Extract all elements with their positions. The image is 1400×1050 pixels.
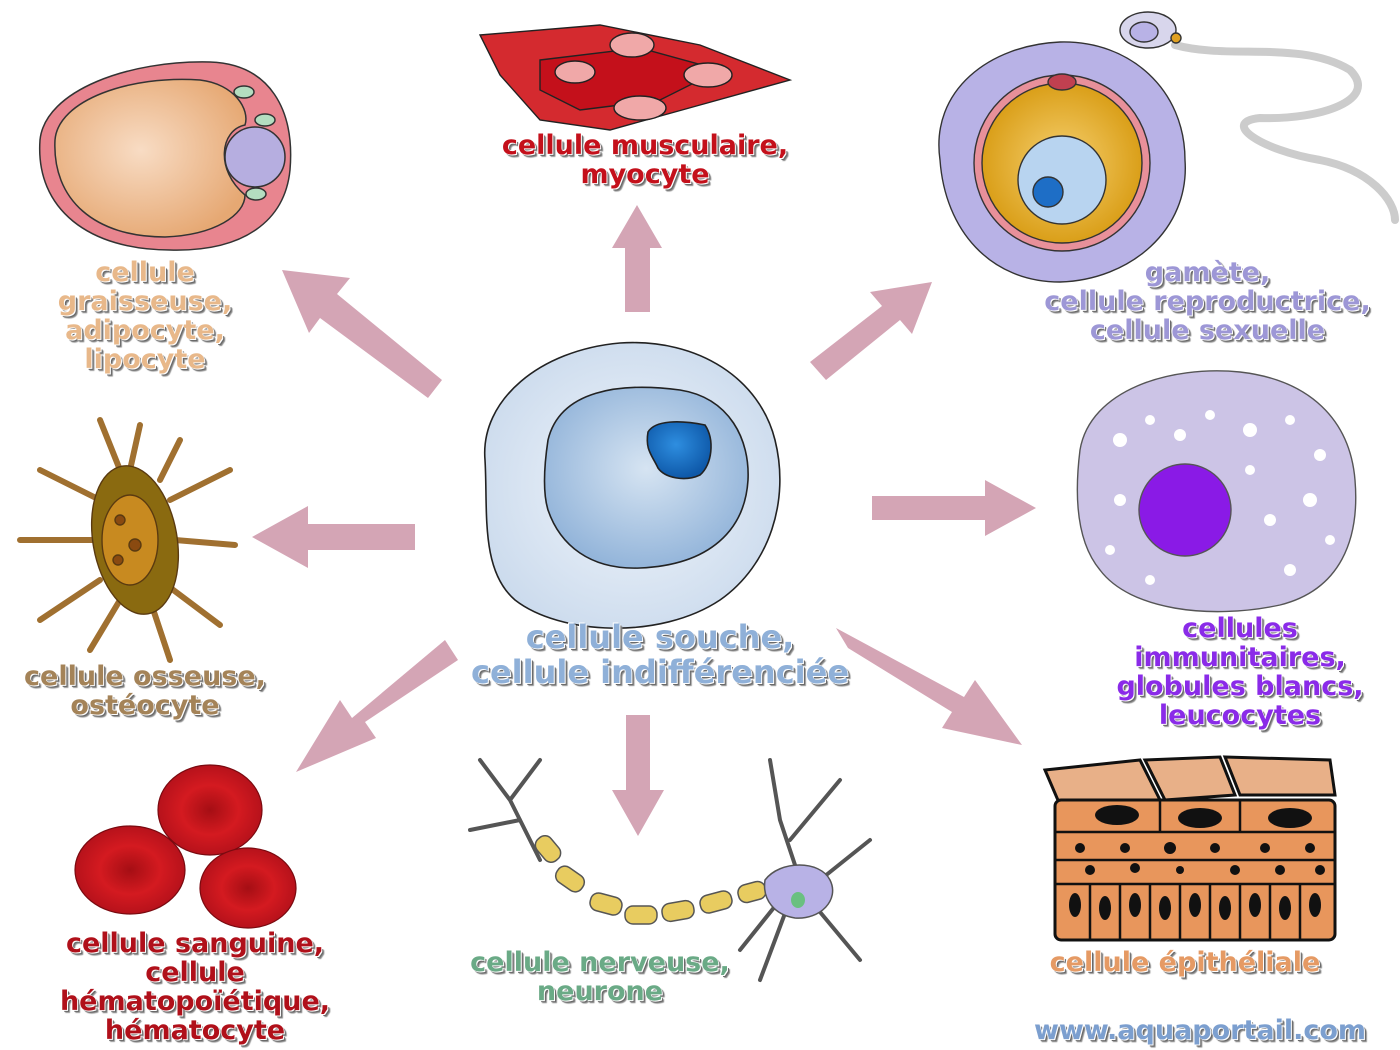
label-line: cellule indifférenciée bbox=[470, 653, 850, 691]
gamete-drawing bbox=[938, 11, 1399, 283]
label-line: lipocyte bbox=[84, 344, 206, 375]
label-line: cellule reproductrice, bbox=[1044, 286, 1371, 317]
label-line: cellule bbox=[145, 957, 245, 988]
label-gamete: gamète, cellule reproductrice, cellule s… bbox=[1010, 258, 1400, 345]
label-line: cellule bbox=[95, 257, 195, 288]
label-line: globules blancs, bbox=[1116, 671, 1364, 702]
label-adipocyte: cellule graisseuse, adipocyte, lipocyte bbox=[20, 258, 270, 374]
label-line: cellule épithéliale bbox=[1049, 947, 1321, 978]
arrow-to-neurone bbox=[612, 715, 664, 836]
label-line: immunitaires, bbox=[1134, 642, 1346, 673]
label-hematocyte: cellule sanguine, cellule hématopoïétiqu… bbox=[20, 929, 370, 1045]
label-leucocyte: cellules immunitaires, globules blancs, … bbox=[1080, 614, 1400, 730]
label-line: neurone bbox=[536, 976, 664, 1007]
leucocyte-drawing bbox=[1076, 370, 1357, 613]
label-line: hématopoïétique, bbox=[59, 986, 331, 1017]
osteocyte-drawing bbox=[17, 417, 238, 663]
label-osteocyte: cellule osseuse, ostéocyte bbox=[0, 662, 290, 720]
arrow-to-adipocyte bbox=[282, 270, 442, 398]
label-line: cellule osseuse, bbox=[24, 661, 266, 692]
label-neurone: cellule nerveuse, neurone bbox=[440, 948, 760, 1006]
arrows bbox=[252, 205, 1036, 836]
arrow-to-epithelial bbox=[836, 628, 1022, 745]
label-line: cellule sanguine, bbox=[65, 928, 325, 959]
label-myocyte: cellule musculaire, myocyte bbox=[440, 131, 850, 189]
label-line: adipocyte, bbox=[65, 315, 225, 346]
label-stem-cell: cellule souche, cellule indifférenciée bbox=[440, 620, 880, 690]
arrow-to-osteocyte bbox=[252, 506, 415, 568]
label-line: leucocytes bbox=[1158, 700, 1322, 731]
label-line: cellules bbox=[1182, 613, 1298, 644]
watermark-text[interactable]: www.aquaportail.com bbox=[1033, 1015, 1367, 1046]
arrow-to-gamete bbox=[810, 282, 932, 380]
arrow-to-myocyte bbox=[612, 205, 662, 312]
label-line: cellule nerveuse, bbox=[470, 947, 730, 978]
neurone-drawing bbox=[468, 758, 872, 982]
arrow-to-leucocyte bbox=[872, 480, 1036, 536]
epithelial-drawing bbox=[1042, 755, 1337, 942]
label-line: myocyte bbox=[580, 159, 710, 190]
watermark-link[interactable]: www.aquaportail.com bbox=[1000, 1016, 1400, 1045]
label-epithelial: cellule épithéliale bbox=[1020, 948, 1350, 977]
stem-cell-drawing bbox=[484, 341, 781, 629]
label-line: graisseuse, bbox=[57, 286, 233, 317]
label-line: cellule souche, bbox=[525, 618, 795, 656]
label-line: cellule sexuelle bbox=[1089, 315, 1326, 346]
label-line: cellule musculaire, bbox=[501, 130, 789, 161]
label-line: gamète, bbox=[1144, 257, 1271, 288]
label-line: hématocyte bbox=[104, 1015, 286, 1046]
hematocyte-drawing bbox=[74, 764, 297, 929]
adipocyte-drawing bbox=[39, 61, 292, 251]
arrow-to-hematocyte bbox=[296, 640, 458, 772]
myocyte-drawing bbox=[478, 24, 793, 131]
label-line: ostéocyte bbox=[70, 690, 220, 721]
